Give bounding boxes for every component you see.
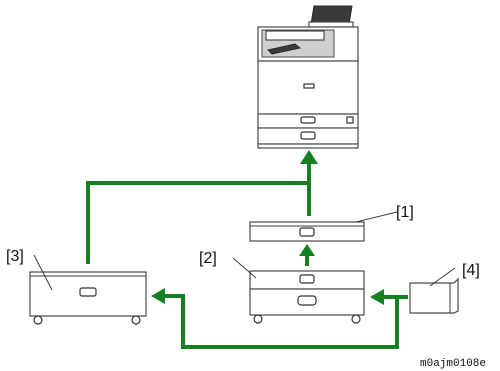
installation-arrows <box>86 150 408 349</box>
arrow-path-option-4-to-3 <box>164 294 399 349</box>
option-2-unit <box>232 257 365 324</box>
label-option-2: [2] <box>199 250 217 267</box>
arrowhead-to-option-3 <box>151 288 165 304</box>
option-1-leader <box>355 211 398 223</box>
front-handle <box>303 83 315 89</box>
label-option-4: [4] <box>462 262 480 279</box>
option-3-unit <box>29 254 147 325</box>
figure-code: m0ajm0108e <box>420 358 486 370</box>
arrow-path-option-3 <box>86 181 309 264</box>
operation-panel <box>310 5 353 25</box>
option-2-upper-handle <box>299 274 315 284</box>
option-4-leader <box>429 267 456 287</box>
scanner-lid <box>265 30 325 41</box>
option-2-leader <box>232 257 257 279</box>
printer-base <box>257 143 359 149</box>
tray-1-handle <box>300 116 316 124</box>
option-2-caster-left <box>253 314 263 324</box>
option-3-handle <box>79 287 97 297</box>
option-2-caster-right <box>351 314 361 324</box>
printer-main-unit <box>257 5 359 149</box>
option-4-unit <box>409 267 459 314</box>
option-3-leader <box>33 254 53 291</box>
tray-1-indicator <box>346 116 354 124</box>
option-4-body <box>409 277 459 314</box>
arrowhead-to-main-unit <box>300 150 318 164</box>
option-3-caster-right <box>131 315 141 325</box>
option-2-lower-handle <box>297 295 317 306</box>
arrowhead-to-option-1 <box>299 244 315 256</box>
option-3-caster-left <box>33 315 43 325</box>
output-paper <box>267 43 302 55</box>
panel-base <box>308 21 354 28</box>
arrowhead-to-option-2 <box>370 289 384 305</box>
label-option-3: [3] <box>6 248 24 265</box>
option-1-handle <box>299 227 315 237</box>
tray-2-handle <box>300 131 316 140</box>
label-option-1: [1] <box>396 204 414 221</box>
option-1-unit <box>249 211 398 242</box>
